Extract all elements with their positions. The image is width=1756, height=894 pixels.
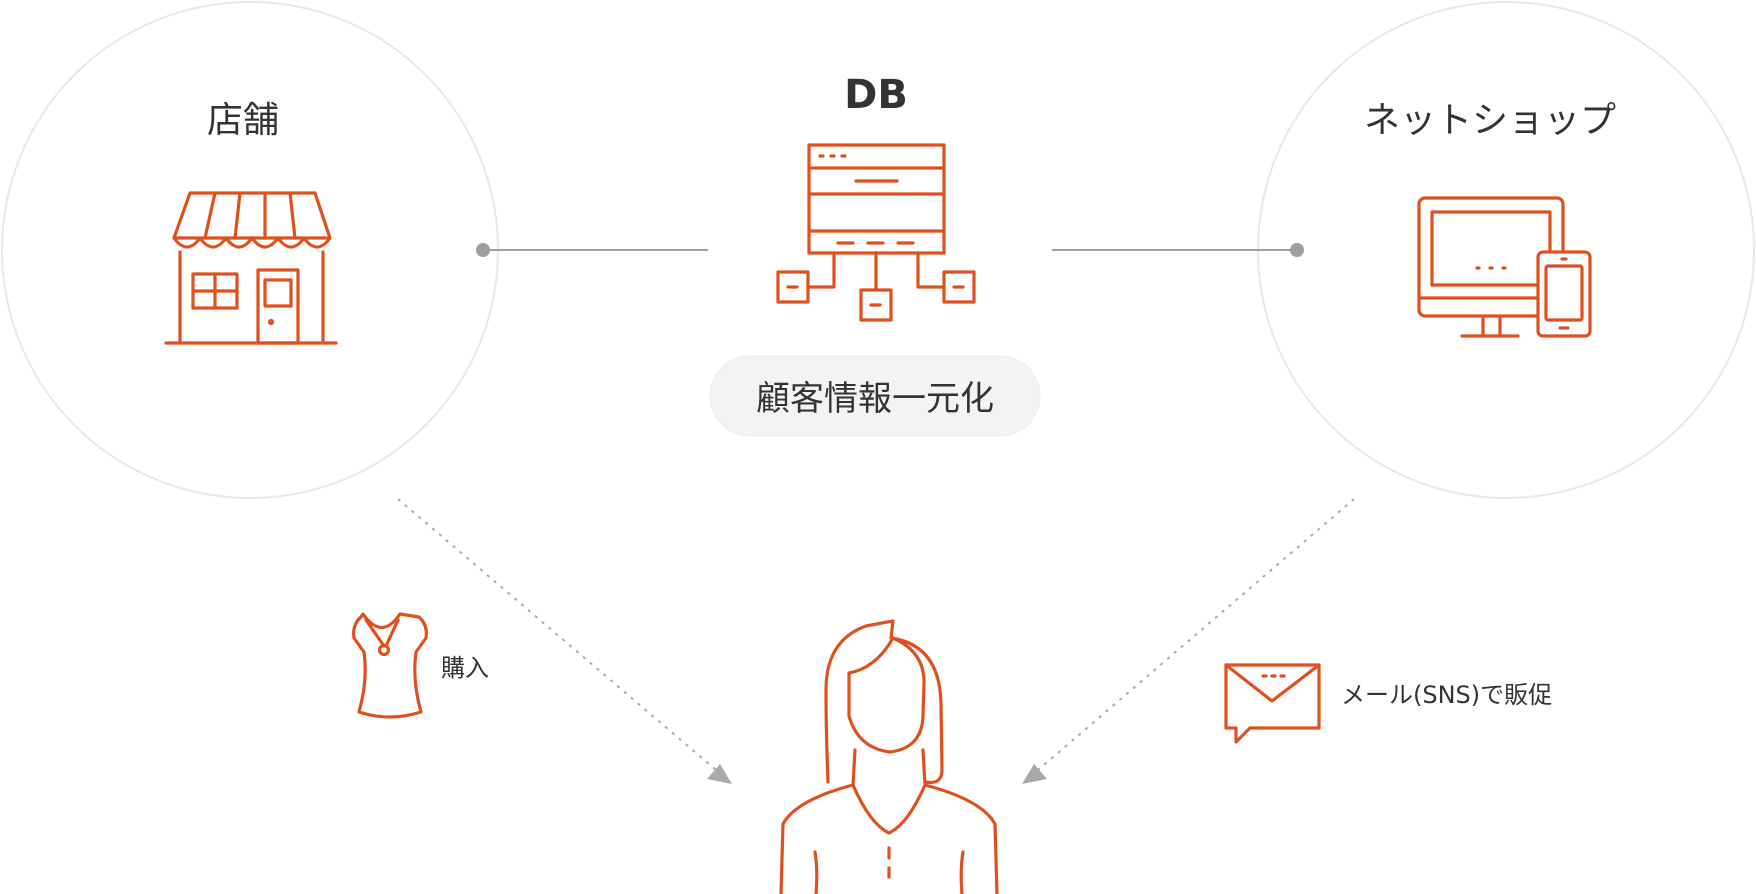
computer-and-smartphone-icon — [1417, 196, 1592, 338]
netshop-node: ネットショップ — [1257, 1, 1755, 499]
server-database-icon — [776, 143, 976, 322]
purchase-label: 購入 — [441, 654, 489, 682]
mail-chat-icon — [1224, 663, 1321, 744]
db-badge-label: 顧客情報一元化 — [756, 379, 994, 419]
db-label: DB — [844, 72, 908, 118]
netshop-label: ネットショップ — [1364, 100, 1616, 141]
connector-store-db — [476, 243, 708, 257]
blouse-icon — [352, 612, 428, 719]
store-label: 店舗 — [207, 100, 279, 141]
db-node: DB 顧客情報一元化 — [709, 72, 1041, 437]
store-node: 店舗 — [1, 1, 499, 499]
connector-db-netshop — [1052, 243, 1304, 257]
purchase-flow: 購入 — [352, 612, 489, 719]
arrow-netshop-to-customer — [1022, 498, 1355, 784]
woman-customer-icon — [779, 619, 999, 894]
db-badge-pill — [709, 355, 1041, 437]
netshop-circle — [1257, 1, 1755, 499]
promotion-flow: メール(SNS)で販促 — [1224, 663, 1552, 744]
arrow-store-to-customer — [397, 498, 732, 784]
store-circle — [1, 1, 499, 499]
promotion-label: メール(SNS)で販促 — [1341, 681, 1552, 709]
db-badge: 顧客情報一元化 — [709, 355, 1041, 437]
storefront-icon — [164, 191, 338, 345]
